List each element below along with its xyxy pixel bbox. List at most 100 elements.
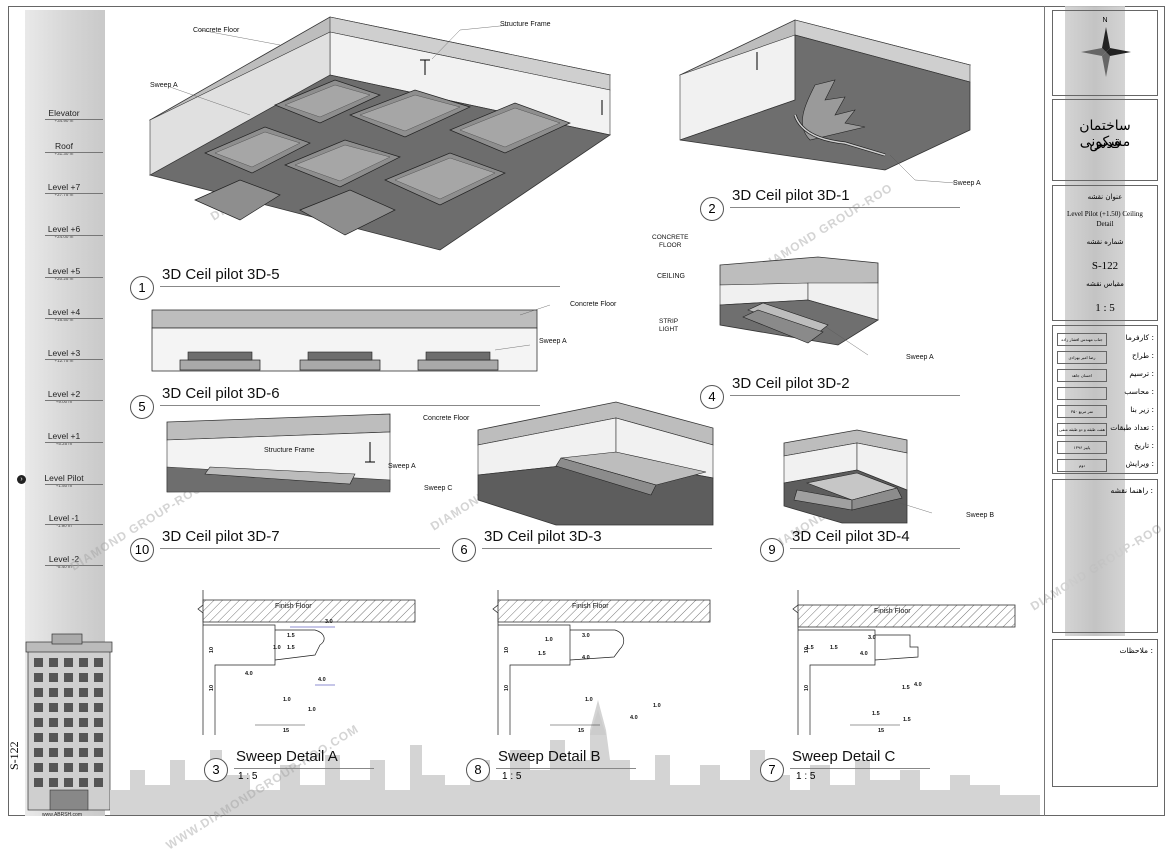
info-row-value: احسان جاهد bbox=[1057, 369, 1107, 382]
north-label: N bbox=[1102, 17, 1108, 24]
level-marker: Level Pilot+1.50 m bbox=[25, 473, 103, 488]
building-window bbox=[34, 748, 43, 757]
label-finish-floor: Finish Floor bbox=[572, 603, 609, 610]
level-marker: Level +1+5.25 m bbox=[25, 431, 103, 446]
notes-box: ملاحظات : bbox=[1052, 639, 1158, 787]
dimension-label: 4.0 bbox=[318, 677, 326, 683]
building-window bbox=[64, 763, 73, 772]
view-number-badge: 10 bbox=[130, 538, 154, 562]
building-window bbox=[64, 673, 73, 682]
building-window bbox=[79, 748, 88, 757]
view-3d-6-drawing bbox=[151, 304, 551, 372]
drawing-info-box: عنوان نقشه Level Pilot (+1.50) Ceiling D… bbox=[1052, 185, 1158, 321]
building-window bbox=[79, 658, 88, 667]
building-sketch bbox=[25, 633, 113, 811]
title-block-stripe bbox=[1065, 6, 1125, 636]
view-title: 3D Ceil pilot 3D-3 bbox=[484, 528, 602, 545]
dimension-label: 10 bbox=[804, 684, 811, 692]
title-underline bbox=[496, 768, 636, 769]
view-scale: 1 : 5 bbox=[502, 771, 522, 782]
dimension-label: 1.0 bbox=[308, 707, 316, 713]
guide-label: راهنما نقشه : bbox=[1110, 486, 1153, 495]
label-sweep-a: Sweep A bbox=[906, 354, 934, 361]
building-window bbox=[64, 748, 73, 757]
dimension-label: 15 bbox=[283, 728, 290, 734]
label-structure-frame: Structure Frame bbox=[264, 447, 315, 454]
level-marker: Level +5+20.25 m bbox=[25, 266, 103, 281]
dimension-label: 1.5 bbox=[538, 651, 546, 657]
sheet-border bbox=[8, 6, 1165, 816]
dimension-label: 10 bbox=[504, 646, 511, 654]
info-row-label: محاسب : bbox=[1124, 387, 1154, 396]
view-number-badge: 9 bbox=[760, 538, 784, 562]
sweep-detail-b-drawing bbox=[492, 590, 711, 735]
info-row-value bbox=[1057, 387, 1107, 400]
view-3d-4-drawing bbox=[783, 429, 933, 524]
view-title: Sweep Detail B bbox=[498, 748, 601, 765]
building-window bbox=[34, 688, 43, 697]
building-window bbox=[94, 748, 103, 757]
view-title: 3D Ceil pilot 3D-7 bbox=[162, 528, 280, 545]
building-window bbox=[34, 763, 43, 772]
building-window bbox=[34, 733, 43, 742]
info-row-label: ویرایش : bbox=[1125, 459, 1154, 468]
dimension-label: 3.0 bbox=[325, 619, 333, 625]
label-structure-frame: Structure Frame bbox=[500, 21, 551, 28]
title-underline bbox=[482, 548, 712, 549]
building-window bbox=[79, 703, 88, 712]
drawing-title-label: عنوان نقشه bbox=[1087, 193, 1123, 201]
building-window bbox=[49, 673, 58, 682]
project-name-box: ساختمان مسکونی قدس bbox=[1052, 99, 1158, 181]
title-underline bbox=[234, 768, 374, 769]
label-finish-floor: Finish Floor bbox=[275, 603, 312, 610]
building-window bbox=[34, 703, 43, 712]
dimension-label: 10 bbox=[804, 646, 811, 654]
title-underline bbox=[160, 405, 540, 406]
dimension-label: 4.0 bbox=[630, 715, 638, 721]
level-marker: Level -1-1.90 m bbox=[25, 513, 103, 528]
label-concrete-floor: Concrete Floor bbox=[193, 27, 240, 34]
info-row-label: ترسیم : bbox=[1129, 369, 1154, 378]
label-sweep-c: Sweep C bbox=[424, 485, 453, 492]
label-sweep-a: Sweep A bbox=[150, 82, 178, 89]
sweep-detail-a-drawing bbox=[197, 590, 416, 735]
view-scale: 1 : 5 bbox=[238, 771, 258, 782]
dimension-label: 4.0 bbox=[860, 651, 868, 657]
label-sweep-b: Sweep B bbox=[966, 512, 995, 519]
label-concrete-floor: Concrete Floor bbox=[423, 415, 470, 422]
building-window bbox=[64, 733, 73, 742]
building-window bbox=[64, 703, 73, 712]
dimension-label: 4.0 bbox=[914, 682, 922, 688]
level-marker: Level +2+9.00 m bbox=[25, 389, 103, 404]
legend-box: راهنما نقشه : bbox=[1052, 479, 1158, 633]
view-number-badge: 8 bbox=[466, 758, 490, 782]
title-underline bbox=[730, 395, 960, 396]
label-finish-floor: Finish Floor bbox=[874, 608, 911, 615]
drawing-scale: 1 : 5 bbox=[1095, 302, 1115, 314]
building-window bbox=[79, 778, 88, 787]
building-window bbox=[94, 778, 103, 787]
dimension-label: 1.5 bbox=[902, 685, 910, 691]
drawing-number: S-122 bbox=[1091, 260, 1119, 272]
building-window bbox=[49, 703, 58, 712]
building-window bbox=[94, 718, 103, 727]
dimension-label: 1.5 bbox=[287, 633, 295, 639]
sheet-number-vertical: S-122 bbox=[7, 741, 21, 770]
level-pointer-icon[interactable]: › bbox=[17, 475, 26, 484]
info-row-value: رضا امیر بهزادی bbox=[1057, 351, 1107, 364]
info-row-value: پاییز ۱۳۹۶ bbox=[1057, 441, 1107, 454]
info-row: محاسب : bbox=[1056, 386, 1156, 400]
view-3d-1-drawing bbox=[678, 19, 972, 184]
dimension-label: 1.5 bbox=[872, 711, 880, 717]
info-row: احسان جاهد ترسیم : bbox=[1056, 368, 1156, 382]
label-sweep-a: Sweep A bbox=[388, 463, 416, 470]
info-row-label: طراح : bbox=[1132, 351, 1154, 360]
level-marker: Roof+31.30 m bbox=[25, 141, 103, 156]
level-marker: Elevator+34.90 m bbox=[25, 108, 103, 123]
title-underline bbox=[730, 207, 960, 208]
view-number-badge: 2 bbox=[700, 197, 724, 221]
